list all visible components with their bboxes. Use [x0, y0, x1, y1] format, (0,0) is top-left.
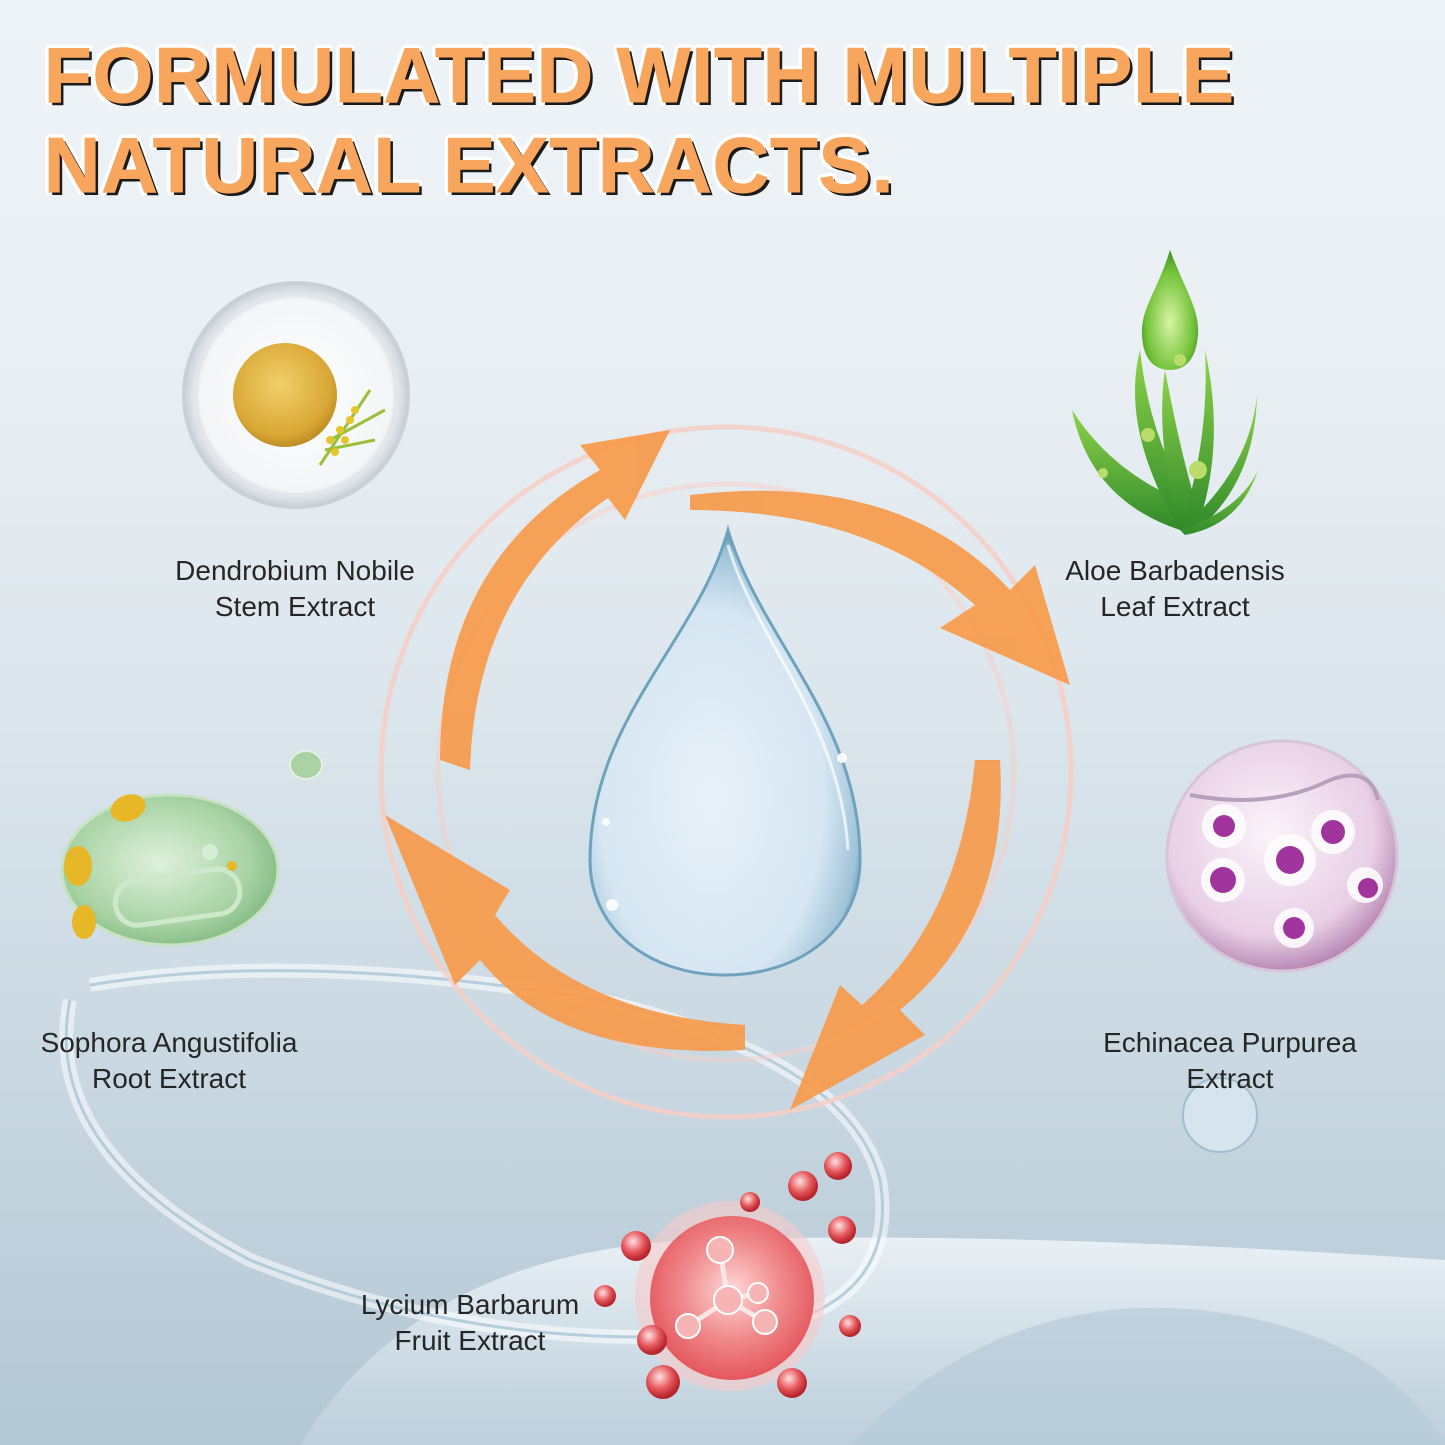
green-capsule-bubble-icon [60, 750, 323, 947]
arrow-icon [440, 430, 670, 770]
golden-oil-dish-icon [182, 281, 410, 509]
aloe-plant-icon [1072, 250, 1258, 535]
arrow-icon [385, 815, 745, 1051]
cycle-arrows [385, 430, 1070, 1110]
title-line-2: NATURAL EXTRACTS. [44, 121, 895, 210]
ingredient-label-lycium: Lycium Barbarum Fruit Extract [360, 1289, 580, 1356]
red-molecule-bubble-icon [594, 1152, 861, 1399]
arrow-icon [690, 490, 1070, 685]
ingredient-label-sophora: Sophora Angustifolia Root Extract [40, 1027, 298, 1094]
ingredient-label-dendrobium: Dendrobium Nobile Stem Extract [175, 555, 415, 622]
purple-flower-sphere-icon [1165, 739, 1399, 973]
page-title: FORMULATED WITH MULTIPLE NATURAL EXTRACT… [44, 30, 1235, 210]
title-line-1: FORMULATED WITH MULTIPLE [44, 31, 1235, 120]
cycle-outline-ring [378, 424, 1074, 1120]
small-droplet-icon [1182, 1077, 1258, 1153]
water-drop-icon [588, 524, 862, 977]
ingredient-label-aloe: Aloe Barbadensis Leaf Extract [1065, 555, 1285, 622]
arrow-icon [790, 760, 1001, 1110]
ingredient-label-echinacea: Echinacea Purpurea Extract [1103, 1027, 1357, 1094]
glass-tube-loop [59, 963, 890, 1344]
wave-ribbon [300, 1237, 1445, 1445]
